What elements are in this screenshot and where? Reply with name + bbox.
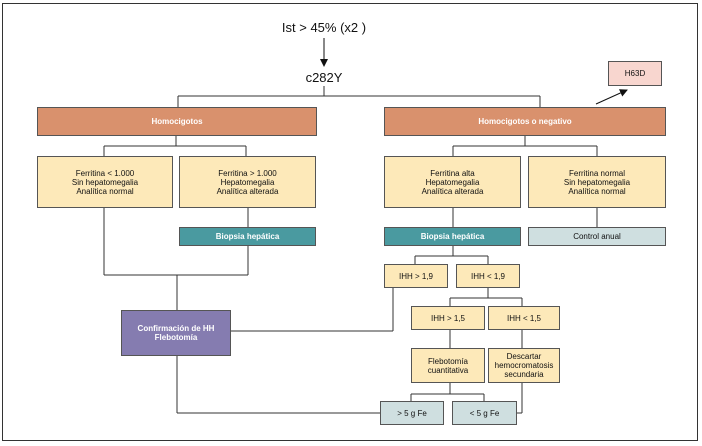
h63d-box: H63D [608,61,662,86]
mayor-5-g-fe-box: > 5 g Fe [380,401,444,425]
flebotomia-cuantitativa-box: Flebotomía cuantitativa [411,348,485,383]
ihh-mayor-1-5-box: IHH > 1,5 [411,306,485,330]
ferritina-normal-box: Ferritina normal Sin hepatomegalia Analí… [528,156,666,208]
ferritina-baja-box: Ferritina < 1.000 Sin hepatomegalia Anal… [37,156,173,208]
transferrin-saturation-label: Ist > 45% (x2 ) [281,20,367,35]
ihh-menor-1-5-box: IHH < 1,5 [488,306,560,330]
ihh-menor-1-9-box: IHH < 1,9 [456,264,520,288]
homocigotos-box: Homocigotos [37,107,317,136]
menor-5-g-fe-box: < 5 g Fe [452,401,517,425]
ferritina-alta-hepatomegalia-box: Ferritina > 1.000 Hepatomegalia Analític… [179,156,316,208]
biopsia-hepatica-right: Biopsia hepática [384,227,521,246]
confirmacion-hh-box: Confirmación de HH Flebotomía [121,310,231,356]
c282y-label: c282Y [305,70,343,85]
ihh-mayor-1-9-box: IHH > 1,9 [384,264,448,288]
biopsia-hepatica-left: Biopsia hepática [179,227,316,246]
ferritina-alta-box: Ferritina alta Hepatomegalia Analítica a… [384,156,521,208]
control-anual-box: Control anual [528,227,666,246]
diagram-frame [2,3,698,441]
homocigotos-o-negativo-box: Homocigotos o negativo [384,107,666,136]
descartar-hemocromatosis-box: Descartar hemocromatosis secundaria [488,348,560,383]
